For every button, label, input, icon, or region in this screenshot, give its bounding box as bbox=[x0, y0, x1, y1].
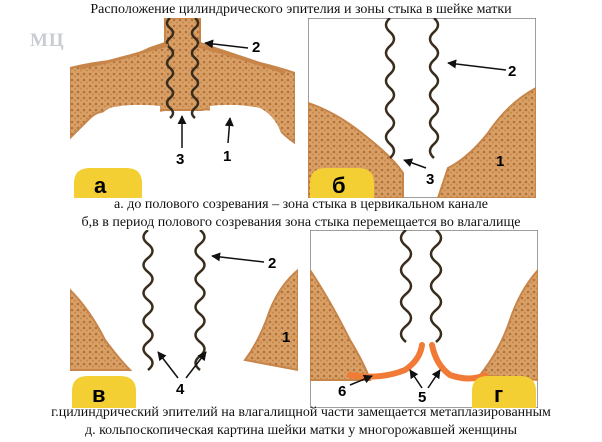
number-5: 5 bbox=[418, 389, 426, 406]
columnar-epithelium-left bbox=[165, 18, 175, 119]
panel-c-diagram: 2 4 1 в bbox=[70, 230, 298, 408]
number-4: 4 bbox=[176, 381, 185, 398]
number-1: 1 bbox=[496, 153, 504, 170]
columnar-epithelium-right bbox=[190, 18, 200, 119]
panel-letter: в bbox=[92, 382, 106, 407]
stroma-right bbox=[243, 268, 298, 372]
number-3: 3 bbox=[176, 151, 184, 168]
panel-a-diagram: 2 3 1 а bbox=[70, 18, 295, 198]
number-6: 6 bbox=[338, 383, 346, 400]
arrow-5-right bbox=[427, 369, 441, 389]
arrow-4-left bbox=[157, 351, 179, 379]
letter-badge bbox=[74, 168, 142, 198]
number-3: 3 bbox=[426, 171, 434, 188]
page-title: Расположение цилиндрического эпителия и … bbox=[90, 2, 512, 17]
columnar-epithelium-right bbox=[429, 230, 443, 343]
columnar-epithelium-right bbox=[428, 18, 440, 159]
arrow-2 bbox=[447, 59, 507, 71]
panel-b: 2 3 1 б bbox=[308, 18, 536, 198]
number-1: 1 bbox=[223, 148, 231, 165]
number-1: 1 bbox=[282, 329, 290, 346]
columnar-epithelium-right bbox=[194, 230, 206, 371]
letter-badge bbox=[472, 376, 536, 408]
caption-line-2: б,в в период полового созревания зона ст… bbox=[81, 215, 521, 230]
stroma-right bbox=[436, 86, 536, 198]
letter-badge bbox=[310, 168, 374, 198]
panel-c: 2 4 1 в bbox=[70, 230, 298, 408]
columnar-epithelium-left bbox=[142, 230, 154, 371]
panel-letter: а bbox=[94, 173, 107, 198]
number-2: 2 bbox=[268, 255, 276, 272]
panel-letter: г bbox=[494, 382, 503, 407]
stroma-right bbox=[478, 268, 538, 382]
panel-a: 2 3 1 а bbox=[70, 18, 295, 198]
metaplasia-right bbox=[429, 342, 488, 382]
panel-b-diagram: 2 3 1 б bbox=[308, 18, 536, 198]
arrow-3 bbox=[403, 158, 427, 169]
arrow-1 bbox=[224, 117, 234, 144]
number-2: 2 bbox=[252, 39, 260, 56]
caption-line-3: г.цилиндрический эпителий на влагалищной… bbox=[51, 405, 551, 420]
arrow-4-right bbox=[185, 351, 207, 379]
arrow-2 bbox=[204, 39, 249, 49]
columnar-epithelium-left bbox=[399, 230, 413, 343]
letter-badge bbox=[72, 376, 136, 408]
arrow-5-left bbox=[409, 369, 423, 389]
number-2: 2 bbox=[508, 63, 516, 80]
panel-letter: б bbox=[332, 173, 346, 198]
stroma-left bbox=[70, 288, 133, 371]
panel-d: 6 5 г bbox=[310, 230, 538, 408]
columnar-epithelium-left bbox=[384, 18, 396, 159]
caption-line-1: а. до полового созревания – зона стыка в… bbox=[114, 197, 488, 212]
panel-d-diagram: 6 5 г bbox=[310, 230, 538, 408]
caption-line-4: д. кольпоскопическая картина шейки матки… bbox=[84, 423, 518, 438]
arrow-6 bbox=[349, 374, 373, 386]
arrow-2 bbox=[211, 252, 265, 263]
